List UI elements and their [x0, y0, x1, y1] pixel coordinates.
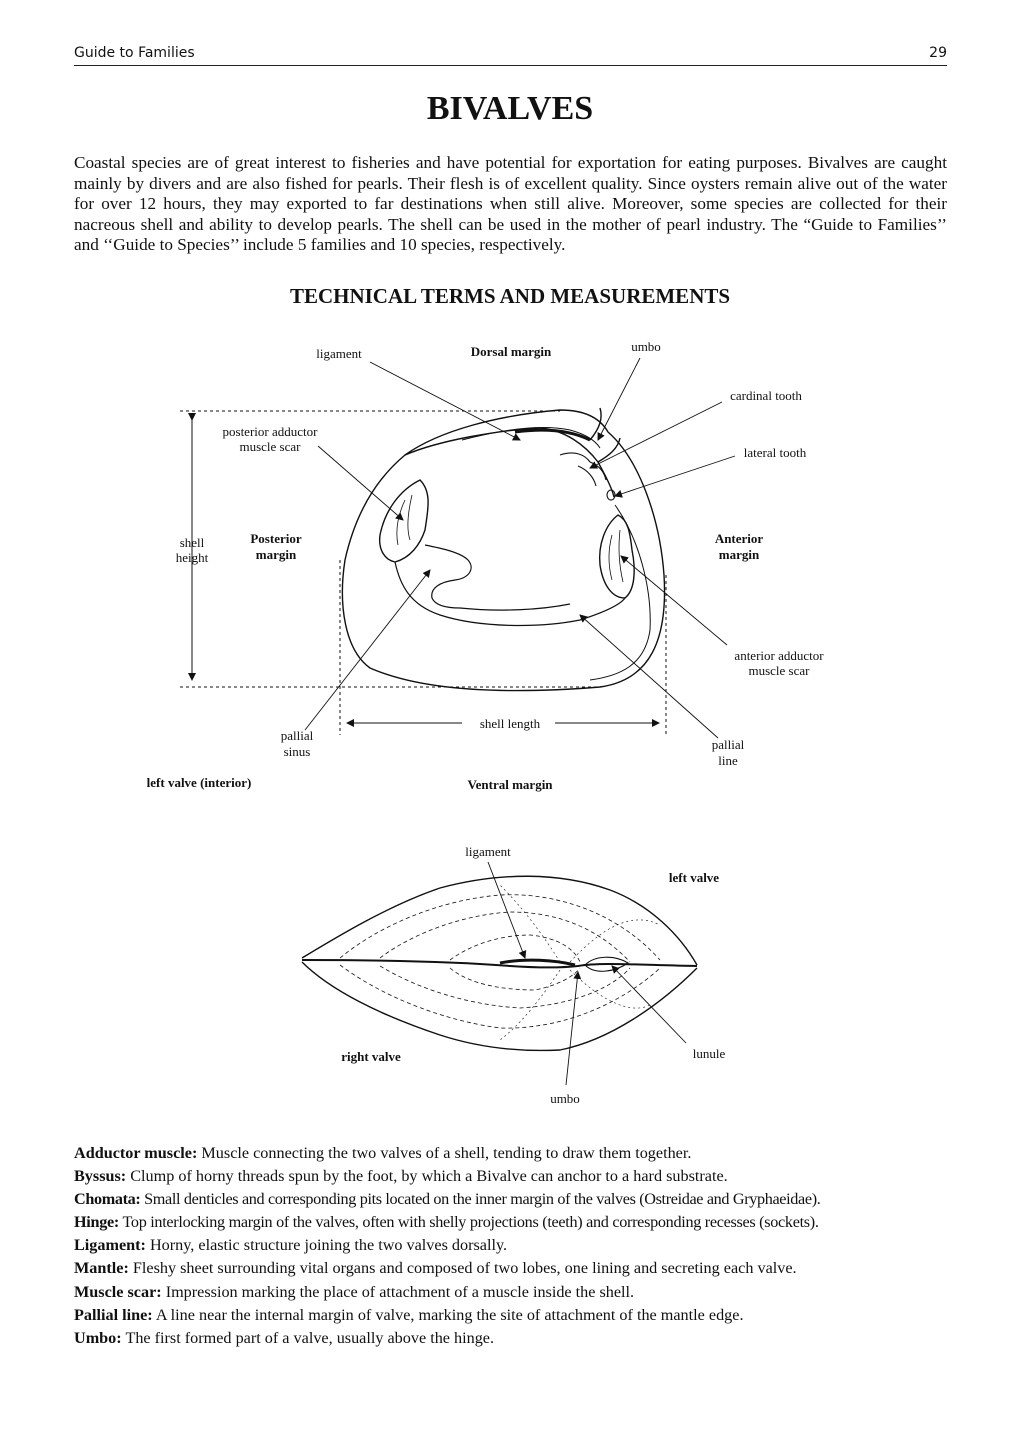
anterior-adductor-scar: [598, 514, 635, 599]
ligament-groove: [461, 427, 601, 449]
definition-text: Fleshy sheet surrounding vital organs an…: [132, 1259, 797, 1278]
intro-paragraph: Coastal species are of great interest to…: [74, 153, 947, 255]
ligament-dorsal: [499, 958, 576, 967]
leader-ligament: [369, 361, 521, 441]
label-cardinal-tooth: cardinal tooth: [730, 388, 802, 403]
definition-term: Adductor muscle:: [74, 1144, 198, 1162]
definition-chomata: Chomata: Small denticles and correspondi…: [74, 1188, 954, 1211]
growth-lines: [339, 894, 661, 1029]
definition-text: Impression marking the place of attachme…: [165, 1282, 635, 1301]
definition-pallial-line: Pallial line: A line near the internal m…: [74, 1304, 954, 1327]
leader-ligament-dorsal: [487, 861, 527, 959]
page-number: 29: [929, 45, 947, 61]
definition-muscle-scar: Muscle scar: Impression marking the plac…: [74, 1281, 954, 1304]
pallial-line: [394, 561, 626, 627]
definition-text: Clump of horny threads spun by the foot,…: [130, 1167, 728, 1186]
section-subtitle: TECHNICAL TERMS AND MEASUREMENTS: [289, 284, 731, 308]
commissure: [301, 959, 698, 969]
label-lateral-tooth: lateral tooth: [744, 445, 807, 460]
label-posterior-margin-1: Posterior: [250, 531, 301, 546]
definition-term: Byssus:: [74, 1167, 127, 1186]
label-pallial-sinus-1: pallial: [281, 728, 314, 743]
definition-hinge: Hinge: Top interlocking margin of the va…: [74, 1211, 954, 1234]
label-pallial-line-2: line: [718, 753, 738, 768]
label-anterior-adductor-2: muscle scar: [748, 663, 810, 678]
leader-umbo-dorsal: [565, 971, 582, 1086]
label-shell-height-2: height: [176, 550, 209, 565]
definition-text: The first formed part of a valve, usuall…: [125, 1328, 495, 1347]
label-umbo-dorsal: umbo: [550, 1091, 580, 1106]
leader-posterior-adductor: [317, 445, 404, 521]
right-valve-outline: [301, 961, 698, 1052]
label-posterior-adductor-1: posterior adductor: [223, 424, 319, 439]
label-shell-length: shell length: [480, 716, 541, 731]
cardinal-teeth: [559, 452, 607, 487]
definitions-list: Adductor muscle: Muscle connecting the t…: [74, 1142, 954, 1350]
left-valve-outline: [301, 875, 698, 966]
radial-lines: [499, 884, 661, 1041]
posterior-scar-detail: [396, 494, 413, 546]
definition-umbo: Umbo: The first formed part of a valve, …: [74, 1327, 954, 1350]
definition-term: Muscle scar:: [74, 1282, 162, 1301]
definition-term: Mantle:: [74, 1259, 129, 1278]
definition-text: Horny, elastic structure joining the two…: [149, 1236, 508, 1255]
definition-term: Hinge:: [74, 1213, 119, 1232]
inner-rim: [589, 504, 651, 681]
label-anterior-margin-2: margin: [719, 547, 760, 562]
label-pallial-sinus-2: sinus: [284, 744, 311, 759]
lunule-outline: [584, 956, 630, 972]
definition-text: Top interlocking margin of the valves, o…: [122, 1213, 819, 1232]
definition-term: Chomata:: [74, 1190, 141, 1209]
ligament-band: [514, 428, 591, 442]
label-shell-height-1: shell: [180, 535, 205, 550]
umbo-beak: [589, 407, 621, 463]
header-section-title: Guide to Families: [74, 45, 195, 61]
label-left-valve: left valve: [669, 870, 719, 885]
shell-outline: [341, 409, 666, 692]
label-anterior-adductor-1: anterior adductor: [734, 648, 824, 663]
leader-lunule: [611, 965, 687, 1044]
definition-ligament: Ligament: Horny, elastic structure joini…: [74, 1234, 954, 1257]
label-posterior-adductor-2: muscle scar: [239, 439, 301, 454]
definition-term: Pallial line:: [74, 1305, 153, 1324]
label-posterior-margin-2: margin: [256, 547, 297, 562]
anterior-scar-detail: [608, 529, 624, 583]
dorsal-view-figure: [301, 861, 698, 1086]
bivalve-diagrams: ligament Dorsal margin umbo cardinal too…: [147, 339, 825, 1106]
label-ligament: ligament: [316, 346, 362, 361]
label-pallial-line-1: pallial: [712, 737, 745, 752]
label-ventral-margin: Ventral margin: [467, 777, 553, 792]
pallial-sinus: [424, 544, 571, 611]
definition-text: Small denticles and corresponding pits l…: [144, 1190, 821, 1209]
leader-pallial-line: [579, 614, 719, 739]
left-valve-interior-figure: [180, 357, 736, 739]
page-title: BIVALVES: [426, 90, 594, 127]
definition-text: A line near the internal margin of valve…: [155, 1305, 744, 1324]
leader-pallial-sinus: [304, 569, 431, 731]
leader-cardinal-tooth: [589, 401, 723, 469]
label-ligament-dorsal: ligament: [465, 844, 511, 859]
definition-adductor-muscle: Adductor muscle: Muscle connecting the t…: [74, 1142, 954, 1165]
definition-term: Ligament:: [74, 1236, 146, 1255]
definition-text: Muscle connecting the two valves of a sh…: [201, 1144, 692, 1162]
definition-byssus: Byssus: Clump of horny threads spun by t…: [74, 1165, 954, 1188]
leader-lateral-tooth: [614, 455, 736, 498]
label-dorsal-margin: Dorsal margin: [471, 344, 552, 359]
label-lunule: lunule: [693, 1046, 726, 1061]
figure1-caption: left valve (interior): [147, 775, 252, 790]
label-umbo: umbo: [631, 339, 661, 354]
posterior-adductor-scar: [378, 479, 429, 563]
label-right-valve: right valve: [341, 1049, 401, 1064]
definition-mantle: Mantle: Fleshy sheet surrounding vital o…: [74, 1257, 954, 1280]
leader-umbo: [597, 357, 641, 441]
leader-anterior-adductor: [620, 555, 728, 646]
definition-term: Umbo:: [74, 1328, 122, 1347]
label-anterior-margin-1: Anterior: [715, 531, 764, 546]
running-header: Guide to Families 29: [74, 45, 947, 66]
